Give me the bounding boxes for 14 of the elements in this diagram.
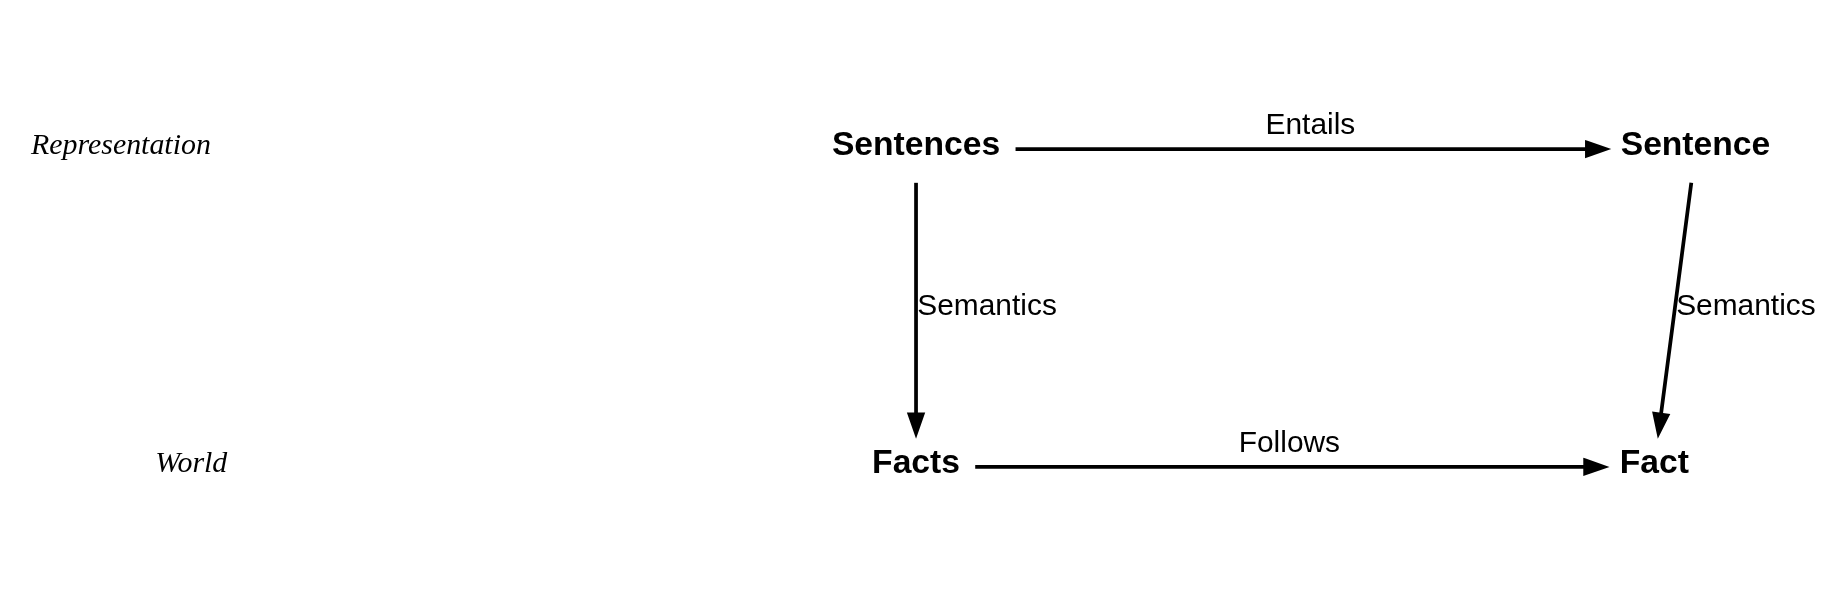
node-text: Sentence [1620,125,1771,163]
edge-label: Semantics [917,288,1057,322]
arrow [1652,182,1694,439]
edge-label: Follows [1238,424,1341,458]
node-text: Facts [872,443,960,481]
arrow [1015,139,1612,159]
label: World [155,445,228,479]
arrow [975,457,1610,477]
node-text: Sentences [831,125,1001,163]
node-text: Fact [1619,443,1689,481]
edge-label: Semantics [1676,288,1816,322]
arrow [906,182,926,439]
label: Representation [30,127,211,161]
edge-label: Entails [1265,106,1356,140]
